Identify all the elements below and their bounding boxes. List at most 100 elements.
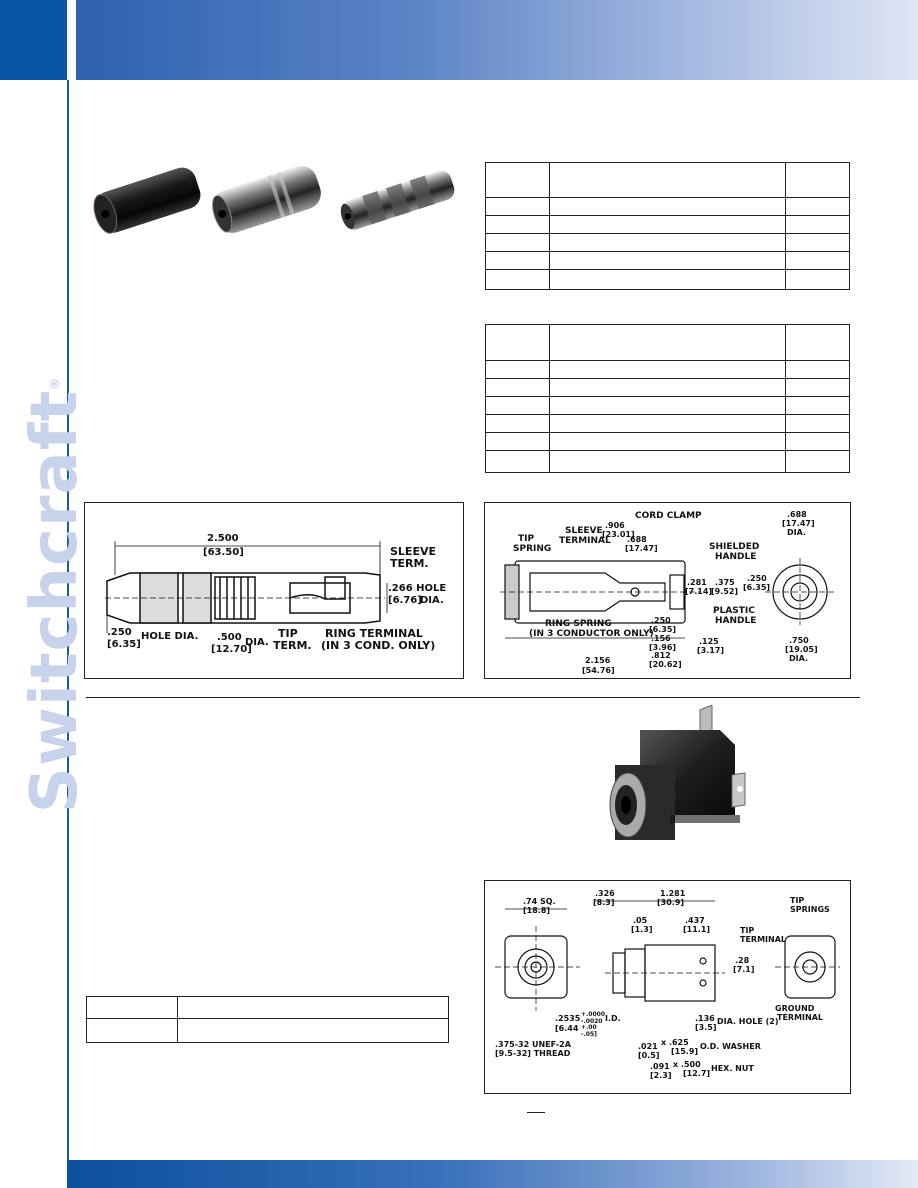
spec-table-2 — [485, 324, 850, 473]
jack-d136: .136 — [695, 1014, 715, 1023]
header-band — [76, 0, 918, 80]
jack-dimension-diagram: .74 SQ. [18.8] .326 [8.3] 1.281 [30.9] .… — [484, 880, 851, 1094]
plug-photo-chrome — [212, 165, 321, 233]
tip-terminal-label: TIP — [740, 926, 754, 935]
plug-photo-black — [93, 167, 201, 234]
d750-dia: DIA. — [789, 654, 808, 663]
d688b-dia: DIA. — [787, 528, 806, 537]
cord-clamp-label: CORD CLAMP — [635, 511, 702, 521]
d812: .812 — [651, 651, 671, 660]
ring-spring-label: RING SPRING — [545, 619, 612, 629]
d688-mm: [17.47] — [625, 544, 658, 553]
shielded-handle-label: HANDLE — [715, 552, 756, 562]
d156-mm: [3.96] — [649, 643, 676, 652]
table-header-row — [485, 162, 850, 198]
d906: .906 — [605, 521, 625, 530]
jack-d437: .437 — [685, 916, 705, 925]
tip-springs-label: TIP — [790, 896, 804, 905]
jack-d05-mm: [1.3] — [631, 925, 652, 934]
table-row — [485, 450, 850, 473]
d688: .688 — [627, 535, 647, 544]
product-photo-jack — [609, 705, 746, 840]
jack-id: I.D. — [605, 1014, 621, 1023]
d125: .125 — [699, 637, 719, 646]
jack-d2535: .2535 — [555, 1014, 581, 1023]
d906-mm: [23.01] — [602, 530, 635, 539]
jack-sq74-mm: [18.8] — [523, 906, 550, 915]
table-row — [485, 360, 850, 379]
tip-terminal-label-2: TERMINAL — [740, 935, 786, 944]
tip-springs-label-2: SPRINGS — [790, 905, 830, 914]
plug-dimension-diagram: 2.500 [63.50] SLEEVE TERM. .266 HOLE [6.… — [84, 502, 464, 679]
jack-d326-mm: [8.3] — [593, 898, 614, 907]
sleeve-term-label-2: TERM. — [390, 557, 429, 570]
handle-drawing: CORD CLAMP .906 [23.01] .688 [17.47] TIP… — [500, 510, 835, 675]
d750-mm: [19.05] — [785, 645, 818, 654]
jack-d091-mm: [2.3] — [650, 1071, 671, 1080]
table-row — [86, 996, 450, 1019]
jack-washer-mm: [15.9] — [671, 1047, 698, 1056]
d2156-mm: [54.76] — [582, 666, 615, 675]
plug-drawing: 2.500 [63.50] SLEEVE TERM. .266 HOLE [6.… — [105, 533, 446, 655]
jack-d326: .326 — [595, 889, 615, 898]
table-row — [485, 269, 850, 290]
d156: .156 — [651, 634, 671, 643]
product-photo-plugs — [93, 165, 455, 234]
plastic-label: PLASTIC — [713, 606, 755, 616]
d375: .375 — [715, 578, 735, 587]
table-row — [485, 432, 850, 451]
d250: .250 — [747, 574, 767, 583]
d250b: .250 — [651, 616, 671, 625]
jack-sq74: .74 SQ. — [523, 897, 556, 906]
table-row — [485, 215, 850, 234]
jack-thread: .375-32 UNEF-2A — [495, 1040, 572, 1049]
jack-d05: .05 — [633, 916, 648, 925]
tip-spring-label: TIP — [518, 534, 534, 544]
handle-dimension-diagram: CORD CLAMP .906 [23.01] .688 [17.47] TIP… — [484, 502, 851, 679]
jack-d021: .021 — [638, 1042, 658, 1051]
hole-250-mm: [6.35] — [107, 639, 141, 650]
ground-terminal-label-2: TERMINAL — [777, 1013, 823, 1022]
section-divider — [86, 697, 860, 698]
plug-photo-knurled — [340, 170, 455, 230]
jack-d28: .28 — [735, 956, 750, 965]
table-row — [485, 233, 850, 252]
dia-500-mm: [12.70] — [211, 644, 252, 655]
ground-terminal-label: GROUND — [775, 1004, 815, 1013]
d250b-mm: [6.35] — [649, 625, 676, 634]
hole-250-label: HOLE DIA. — [141, 631, 198, 642]
plastic-handle-label: HANDLE — [715, 616, 756, 626]
d688b-mm: [17.47] — [782, 519, 815, 528]
jack-washer: x .625 — [661, 1038, 689, 1047]
spec-table-1 — [485, 162, 850, 290]
table-cell — [785, 162, 850, 198]
table-cell — [548, 162, 787, 198]
dia-label: DIA. — [245, 637, 269, 648]
jack-hole2: DIA. HOLE (2) — [717, 1017, 779, 1026]
table-row — [485, 251, 850, 270]
hole-266-mm: [6.76] — [388, 595, 422, 606]
brand-name: Switchcraft — [18, 389, 92, 814]
tip-term-label-2: TERM. — [273, 639, 312, 652]
d281: .281 — [687, 578, 707, 587]
footnote-rule — [527, 1112, 545, 1113]
d812-mm: [20.62] — [649, 660, 682, 669]
header-corner-block — [0, 0, 67, 80]
table-cell — [485, 162, 550, 198]
plug-length-mm: [63.50] — [203, 547, 244, 558]
hole-250: .250 — [107, 627, 132, 638]
d250-mm: [6.35] — [743, 583, 770, 592]
jack-drawing: .74 SQ. [18.8] .326 [8.3] 1.281 [30.9] .… — [495, 889, 840, 1080]
hole-266-dia: DIA. — [420, 595, 444, 606]
left-margin-rule — [67, 80, 69, 1160]
brand-mark: ® — [48, 376, 62, 390]
d375-mm: [9.52] — [711, 587, 738, 596]
table-row — [485, 378, 850, 397]
jack-d1281-mm: [30.9] — [657, 898, 684, 907]
jack-nut: x .500 — [673, 1060, 701, 1069]
d750: .750 — [789, 636, 809, 645]
d281-mm: [7.14] — [685, 587, 712, 596]
jack-tol-plus: +.0000 — [581, 1011, 605, 1018]
jack-d1281: 1.281 — [660, 889, 686, 898]
table-row — [485, 197, 850, 216]
